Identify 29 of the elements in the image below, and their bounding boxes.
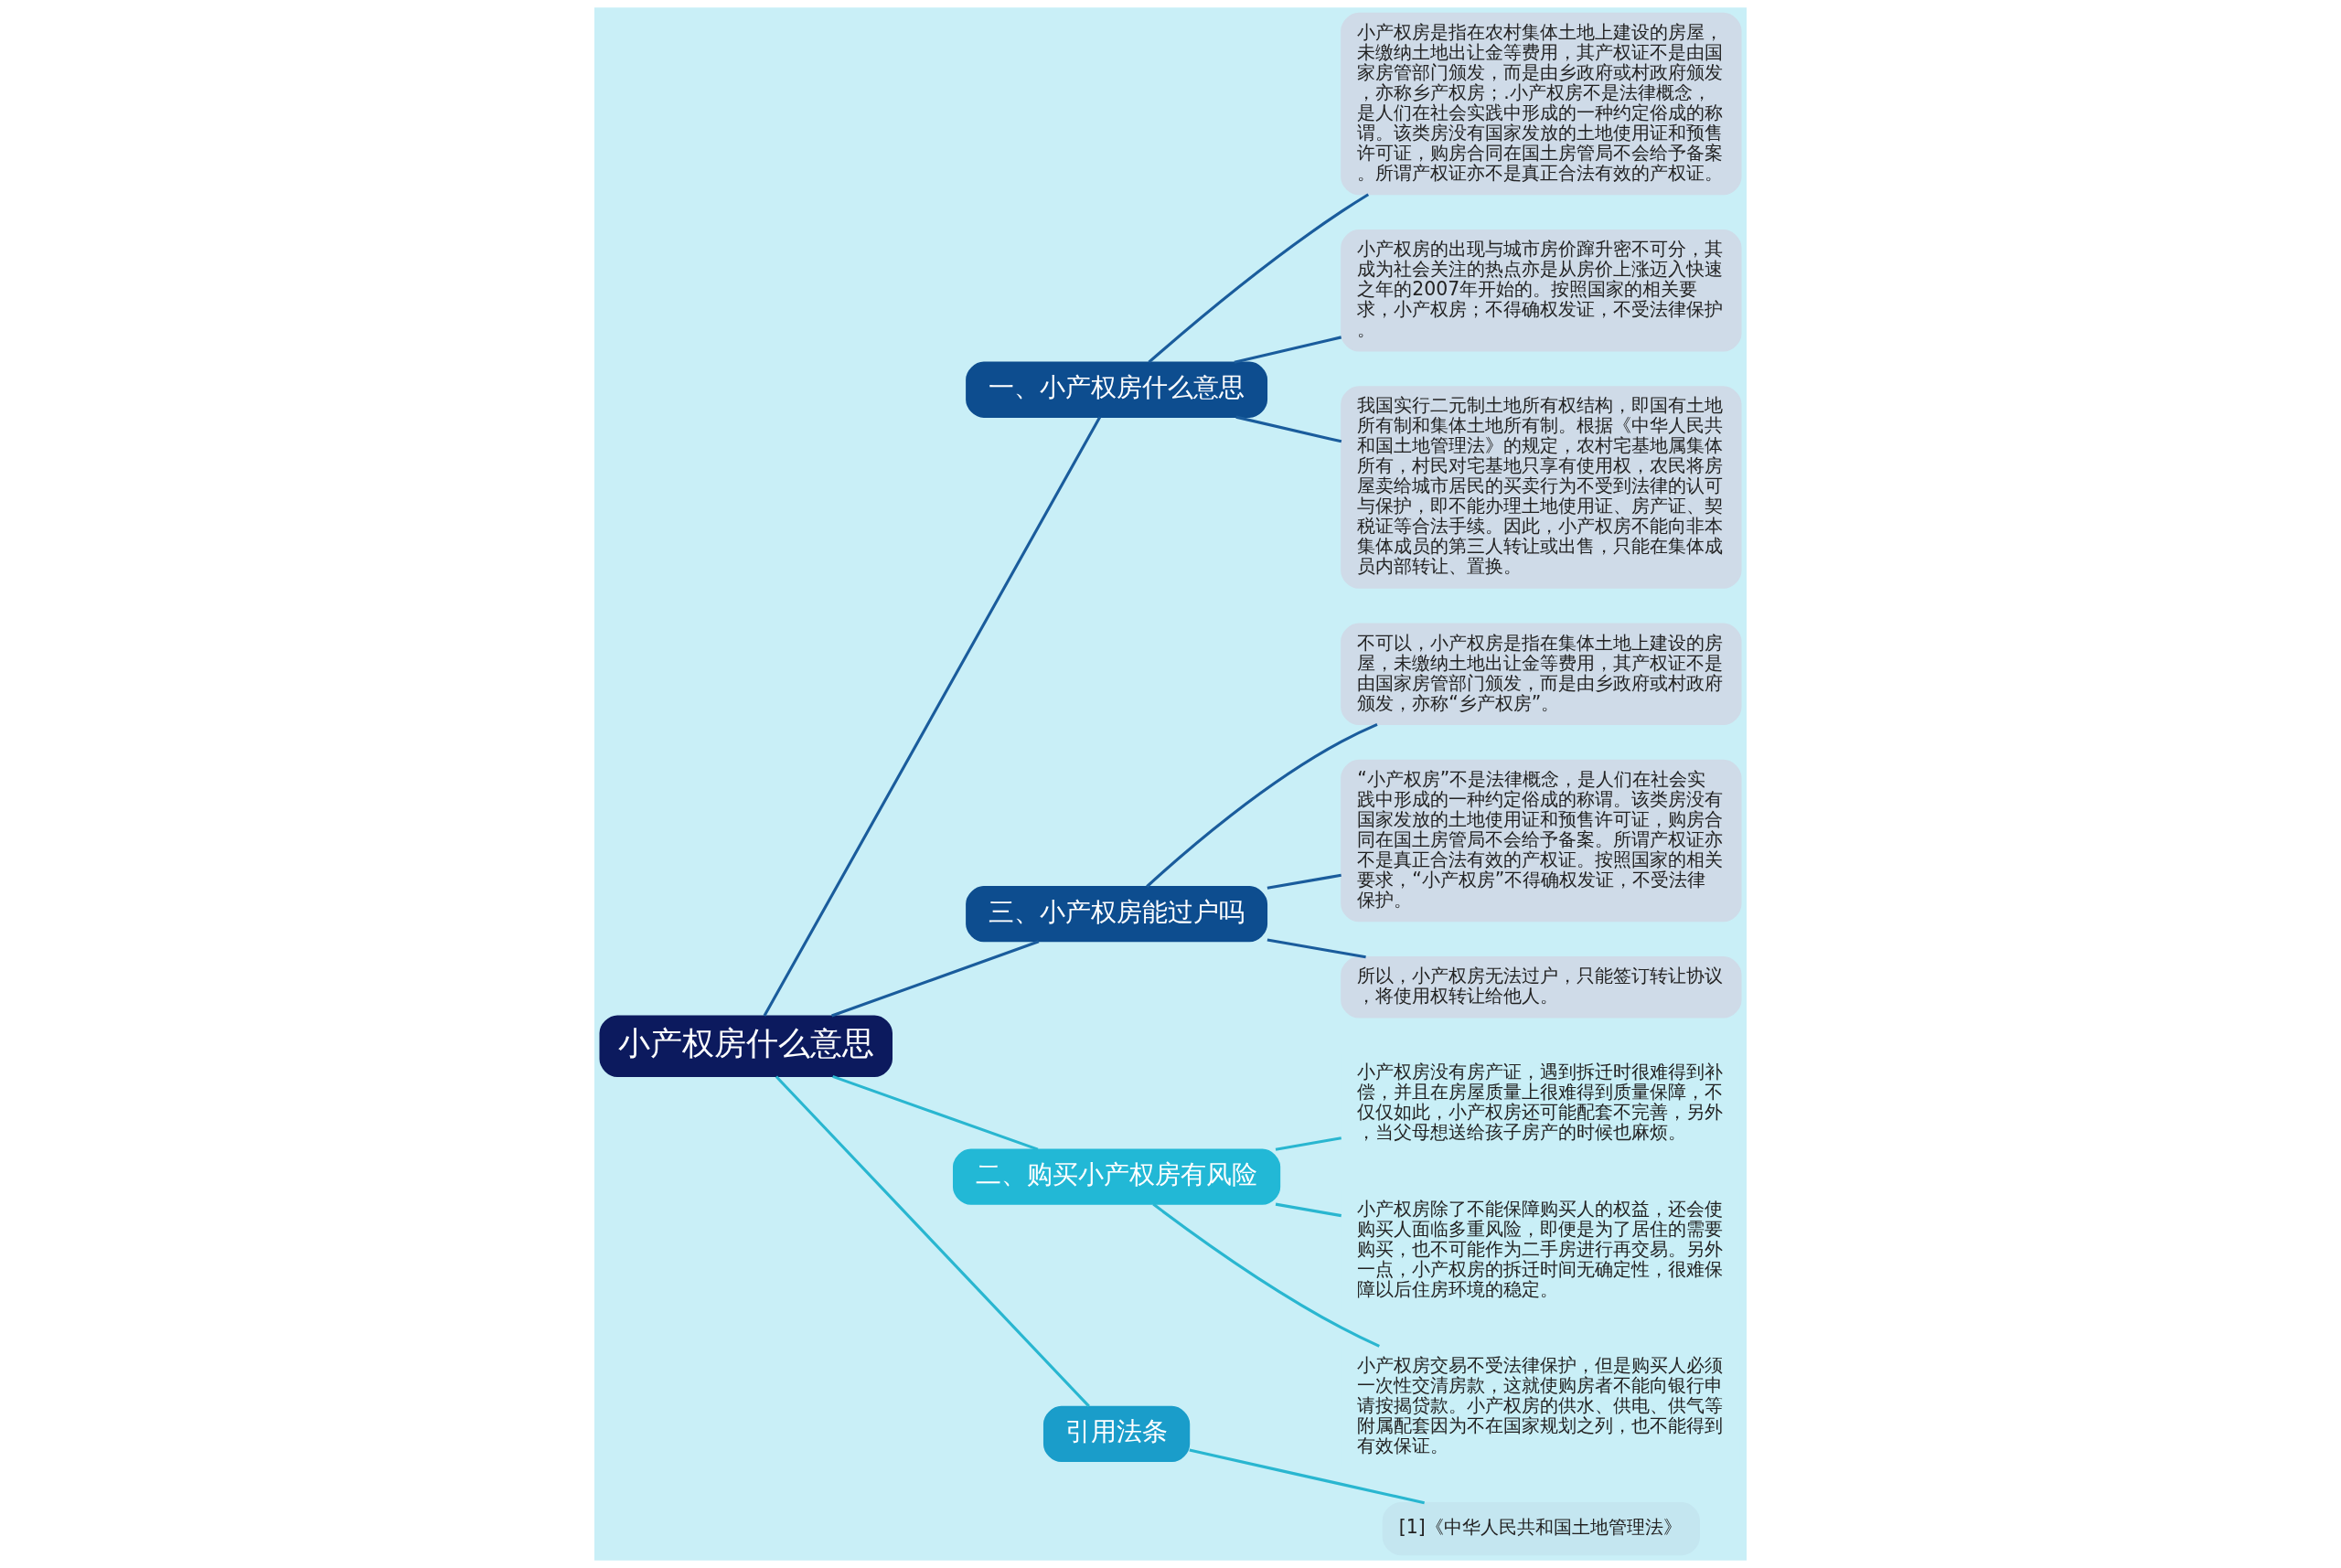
node-box: 小产权房什么意思: [599, 1015, 893, 1077]
node-box: 二、购买小产权房有风险: [953, 1148, 1281, 1205]
connector: [832, 1074, 1039, 1151]
node-box: 我国实行二元制土地所有权结构，即国有土地所有制和集体土地所有制。根据《中华人民共和国土地管理法》的规定，农村宅基地属集体所有，村民对宅基地只享有使用权，农民将房屋卖给城市居民的买卖行为不受到法律的认可与保护，即不能办理土地使用证、房产证、契税证等合法手续。因此，小产权房不能向非本集体成员的第三人转让或出售，只能在集体成员内部转让、置换。: [1341, 386, 1742, 589]
node-box: “小产权房”不是法律概念，是人们在社会实践中形成的一种约定俗成的称谓。该类房没有国家发放的土地使用证和预售许可证，购房合同在国土房管局不会给予备案。所谓产权证亦不是真正合法有效的产权证。按照国家的相关要求，“小产权房”不得确权发证，不受法律保护。: [1341, 759, 1742, 923]
connector: [1267, 873, 1342, 890]
node-box: [1]《中华人民共和国土地管理法》: [1382, 1502, 1700, 1556]
connector: [1148, 193, 1370, 364]
node-box: 三、小产权房能过户吗: [966, 886, 1268, 943]
connector: [1152, 1202, 1380, 1348]
connector: [1275, 1202, 1342, 1218]
node-text: 小产权房除了不能保障购买人的权益，还会使购买人面临多重风险，即便是为了居住的需要购买，也不可能作为二手房进行再交易。另外一点，小产权房的拆迁时间无确定性，很难保障以后住房环境的稳定。: [1357, 1197, 1724, 1300]
connector: [1234, 336, 1342, 364]
connector: [1235, 415, 1342, 443]
node-box: 引用法条: [1042, 1405, 1191, 1463]
node-box: 一、小产权房什么意思: [966, 361, 1268, 418]
node-box: 不可以，小产权房是指在集体土地上建设的房屋，未缴纳土地出让金等费用，其产权证不是由国家房管部门颁发，而是由乡政府或村政府颁发，亦称“乡产权房”。: [1341, 623, 1742, 726]
connector: [763, 416, 1102, 1017]
connector: [831, 940, 1040, 1018]
node-box: 小产权房的出现与城市房价蹿升密不可分，其成为社会关注的热点亦是从房价上涨迈入快速之年的2007年开始的。按照国家的相关要求，小产权房；不得确权发证，不受法律保护。: [1341, 229, 1742, 352]
connector: [775, 1075, 1090, 1408]
connector: [1146, 723, 1378, 888]
node-text: 小产权房没有房产证，遇到拆迁时很难得到补偿，并且在房屋质量上很难得到质量保障，不仅仅如此，小产权房还可能配套不完善，另外，当父母想送给孩子房产的时候也麻烦。: [1357, 1061, 1724, 1144]
node-box: 所以，小产权房无法过户，只能签订转让协议，将使用权转让给他人。: [1341, 956, 1742, 1019]
connector: [1275, 1136, 1342, 1151]
node-box: 小产权房是指在农村集体土地上建设的房屋，未缴纳土地出让金等费用，其产权证不是由国家房管部门颁发，而是由乡政府或村政府颁发，亦称乡产权房；.小产权房不是法律概念，是人们在社会实践中形成的一种约定俗成的称谓。该类房没有国家发放的土地使用证和预售许可证，购房合同在国土房管局不会给予备案。所谓产权证亦不是真正合法有效的产权证。: [1341, 12, 1742, 196]
connector: [1189, 1448, 1425, 1505]
connector: [1267, 938, 1366, 959]
node-text: 小产权房交易不受法律保护，但是购买人必须一次性交清房款，这就使购房者不能向银行申请按揭贷款。小产权房的供水、供电、供气等附属配套因为不在国家规划之列，也不能得到有效保证。: [1357, 1353, 1724, 1456]
